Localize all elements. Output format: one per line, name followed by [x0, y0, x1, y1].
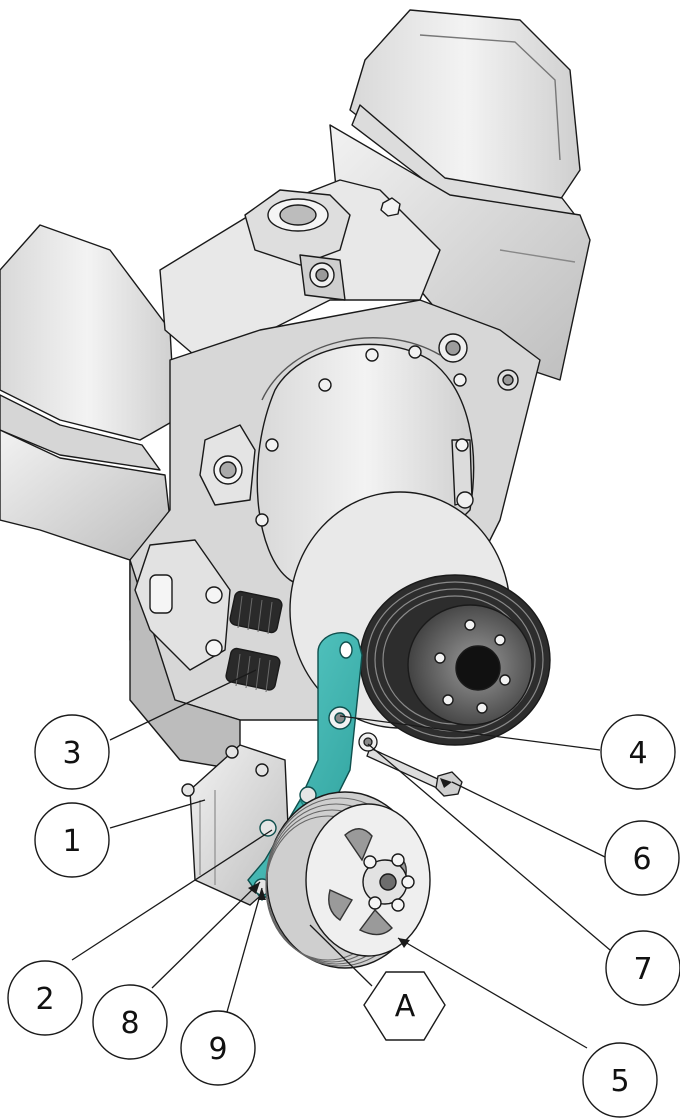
callout-2: 2	[7, 960, 83, 1036]
callout-1: 1	[34, 802, 110, 878]
callout-1-label: 1	[62, 824, 81, 859]
callout-9-label: 9	[208, 1032, 227, 1067]
detail-marker-a: A	[363, 971, 446, 1041]
leader-lines	[71, 669, 611, 1049]
callout-5: 5	[582, 1042, 658, 1118]
callout-7: 7	[605, 930, 680, 1006]
callout-8: 8	[92, 984, 168, 1060]
callouts: 3 1 2 8 9 4 6 7	[7, 714, 680, 1118]
callout-7-label: 7	[633, 952, 652, 987]
callout-2-label: 2	[35, 982, 54, 1017]
callout-3: 3	[34, 714, 110, 790]
callout-6: 6	[604, 820, 680, 896]
detail-marker-label: A	[395, 989, 416, 1024]
callout-6-label: 6	[632, 842, 651, 877]
pump-pulley	[265, 791, 431, 969]
accessory-mount-left	[134, 539, 231, 671]
leader-arrows	[248, 778, 452, 948]
callout-5-label: 5	[610, 1064, 629, 1099]
callout-3-label: 3	[62, 736, 81, 771]
engine-block	[0, 9, 591, 771]
callout-8-label: 8	[120, 1006, 139, 1041]
mounting-studs	[225, 590, 283, 693]
teal-bracket	[247, 631, 363, 902]
callout-4: 4	[600, 714, 676, 790]
callout-9: 9	[180, 1010, 256, 1086]
callout-4-label: 4	[628, 736, 647, 771]
